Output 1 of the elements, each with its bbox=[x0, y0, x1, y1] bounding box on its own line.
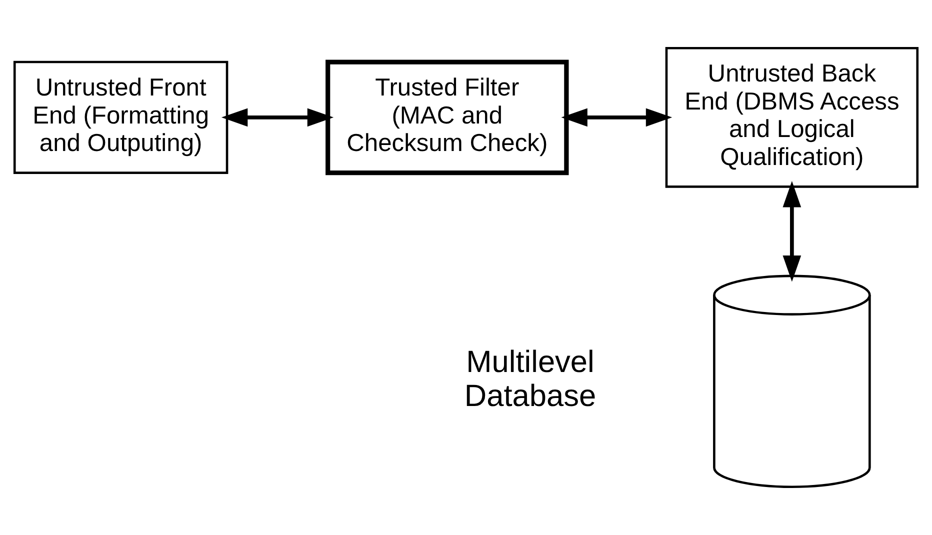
node-label: Multilevel Database bbox=[464, 344, 596, 414]
